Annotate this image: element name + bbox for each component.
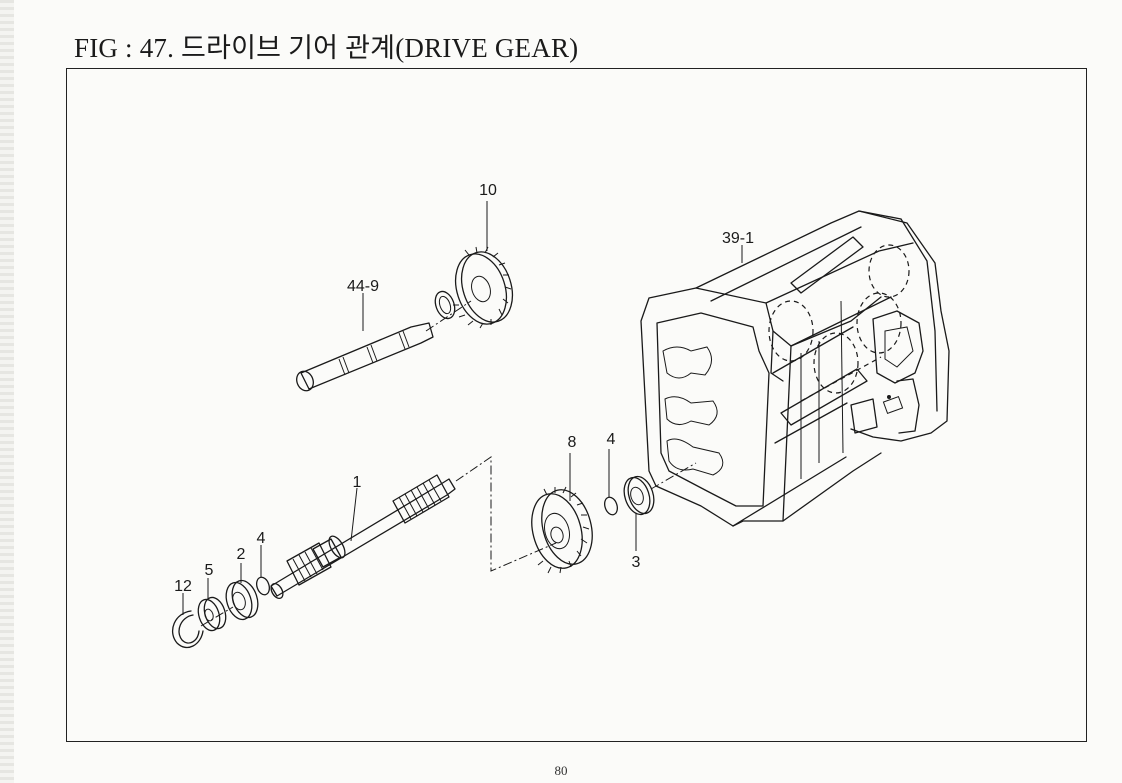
callout-39-1: 39-1 [722,230,754,247]
rear-bearing [623,462,697,516]
drive-gear-exploded-diagram: 10 44-9 39-1 1 8 4 3 2 4 5 12 [172,182,950,648]
callout-3: 3 [632,554,641,571]
leader-lines [182,201,743,615]
callout-44-9: 44-9 [347,278,379,295]
callout-4-upper: 4 [607,431,616,448]
upper-snap-ring [604,496,618,516]
callout-5: 5 [205,562,214,579]
drive-shaft [270,456,557,600]
transmission-case [640,210,950,527]
callout-8: 8 [568,434,577,451]
counter-gear-snap-ring [434,290,456,320]
circlip [172,606,234,648]
scan-binding-edge [0,0,14,783]
front-bearing [225,579,259,621]
callout-4-lower: 4 [257,530,266,547]
callout-1: 1 [353,474,362,491]
page-title: FIG : 47. 드라이브 기어 관계(DRIVE GEAR) [74,33,579,63]
drive-gear [531,486,593,574]
spacer-collar [197,596,227,632]
page-number: 80 [554,763,568,778]
lower-snap-ring [256,576,270,596]
callout-12: 12 [174,578,192,595]
counter-gear [453,246,514,329]
callout-2: 2 [237,546,246,563]
callout-10: 10 [479,182,497,199]
counter-shaft [296,300,472,392]
exploded-diagram-frame: 10 44-9 39-1 1 8 4 3 2 4 5 12 [66,68,1087,742]
